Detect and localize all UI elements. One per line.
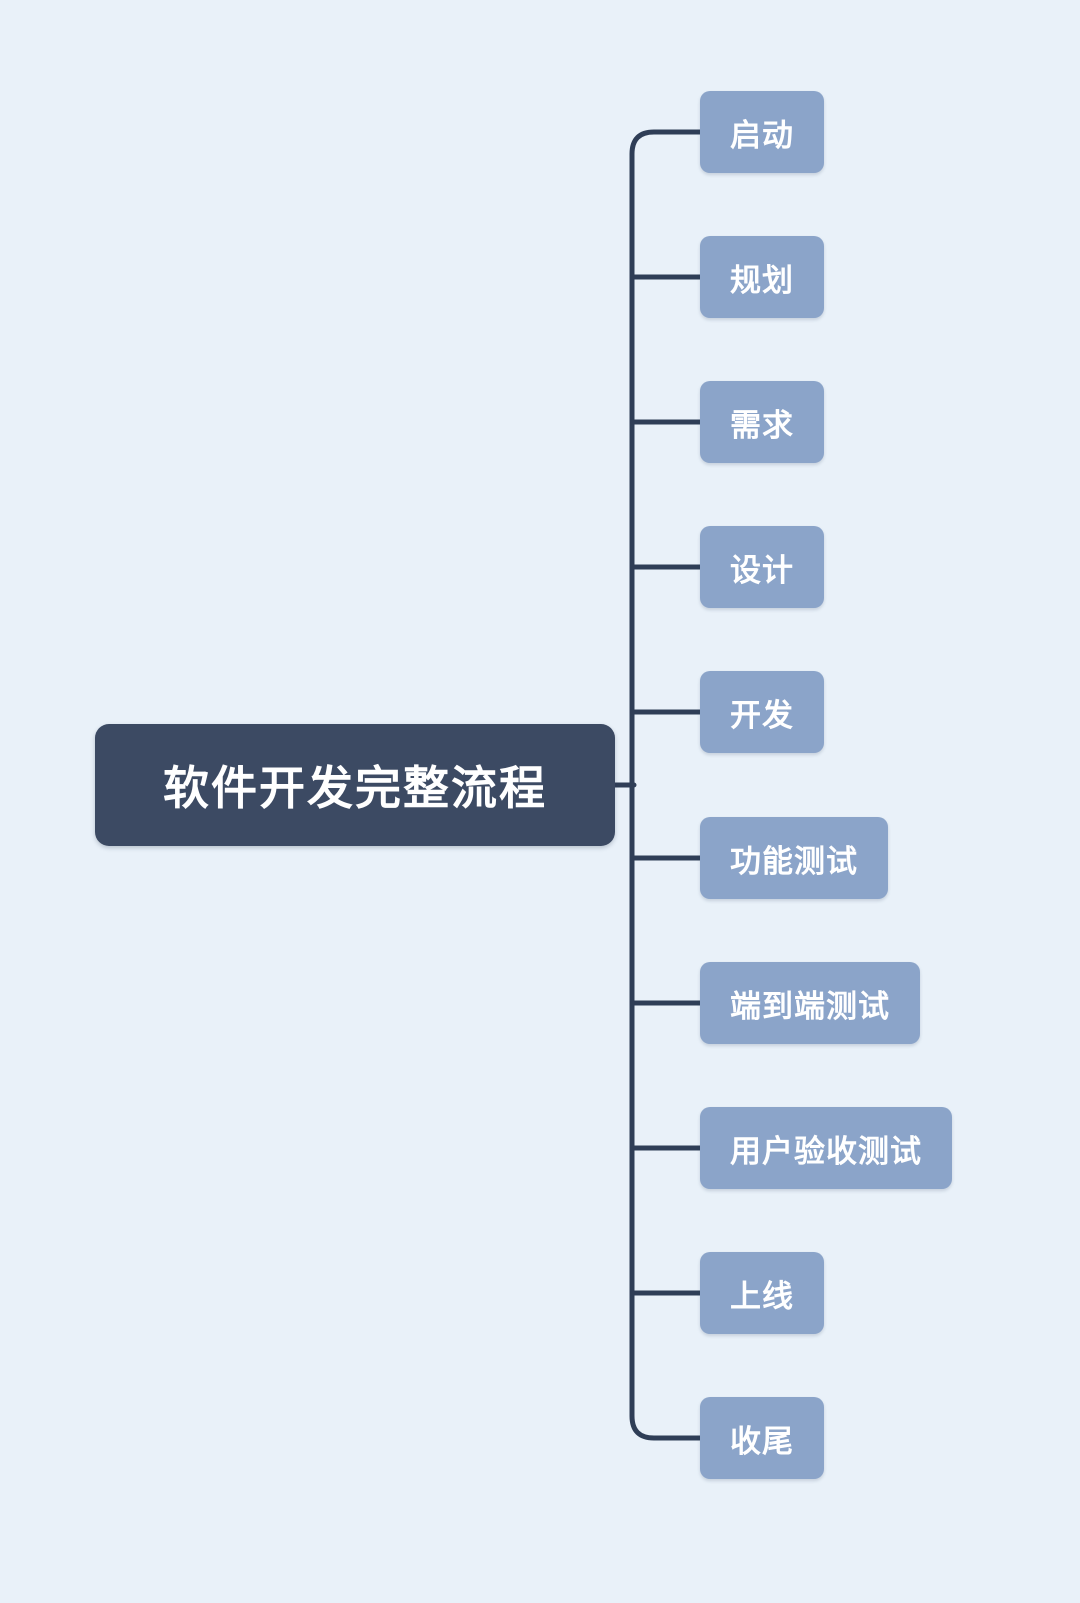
node-functional-testing[interactable]: 功能测试 — [700, 817, 888, 899]
node-end-to-end-testing[interactable]: 端到端测试 — [700, 962, 920, 1044]
node-label: 开发 — [730, 697, 794, 733]
node-label: 功能测试 — [730, 843, 858, 879]
node-design[interactable]: 设计 — [700, 526, 824, 608]
node-user-acceptance-testing[interactable]: 用户验收测试 — [700, 1107, 952, 1189]
node-label: 收尾 — [730, 1423, 794, 1459]
node-label: 上线 — [730, 1278, 794, 1314]
node-launch[interactable]: 上线 — [700, 1252, 824, 1334]
node-requirements[interactable]: 需求 — [700, 381, 824, 463]
root-node-software-development-process[interactable]: 软件开发完整流程 — [95, 724, 615, 846]
node-label: 用户验收测试 — [730, 1133, 922, 1169]
node-initiation[interactable]: 启动 — [700, 91, 824, 173]
node-label: 需求 — [730, 407, 794, 443]
node-label: 端到端测试 — [730, 988, 890, 1024]
node-label: 设计 — [730, 552, 794, 588]
node-closing[interactable]: 收尾 — [700, 1397, 824, 1479]
node-development[interactable]: 开发 — [700, 671, 824, 753]
node-label: 启动 — [730, 117, 794, 153]
root-node-label: 软件开发完整流程 — [163, 762, 547, 814]
node-label: 规划 — [730, 262, 794, 298]
node-planning[interactable]: 规划 — [700, 236, 824, 318]
